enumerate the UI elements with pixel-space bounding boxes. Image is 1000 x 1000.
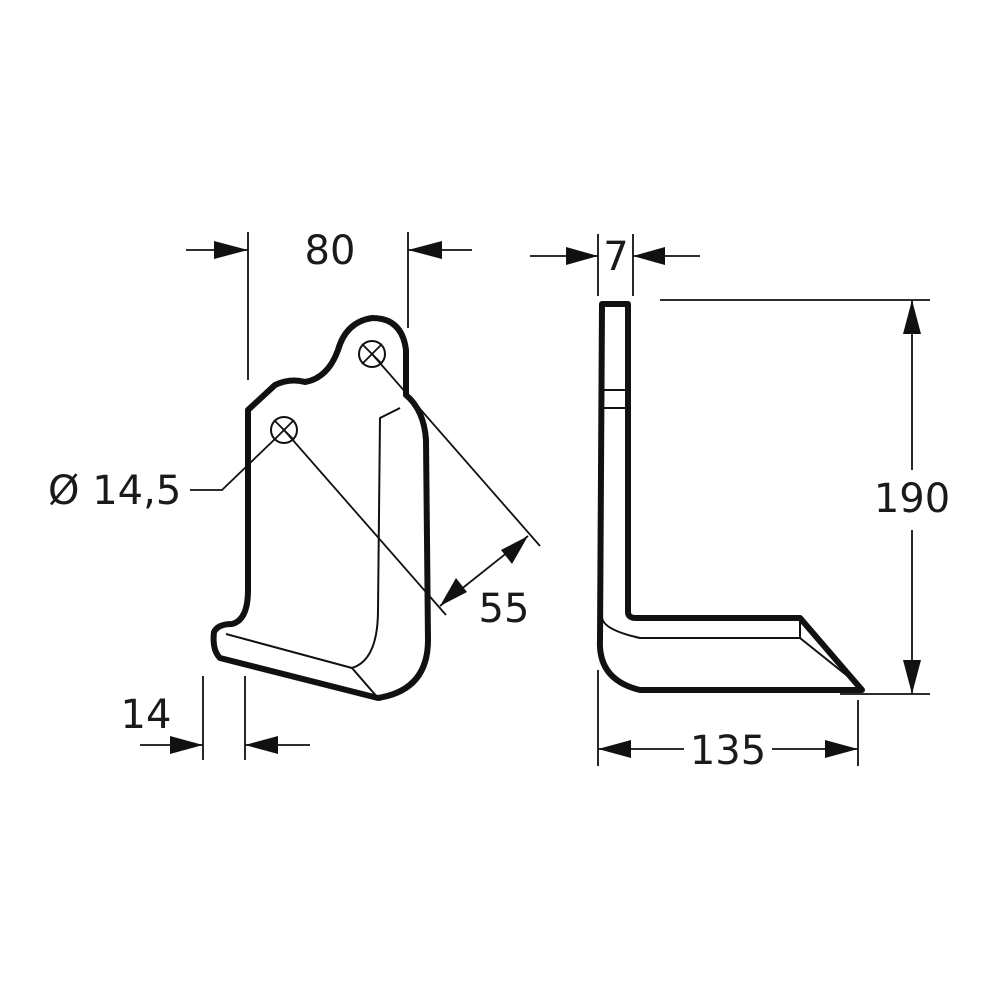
front-view-edge — [351, 667, 379, 699]
dim-hole-diameter-label: Ø 14,5 — [48, 468, 181, 514]
front-view — [210, 315, 431, 701]
side-view-bevel — [601, 617, 851, 679]
front-view-bevel — [225, 407, 401, 669]
side-view-outline — [596, 301, 865, 693]
hole-lower — [270, 416, 298, 444]
dim-length-label: 135 — [690, 728, 766, 774]
dim-width-label: 80 — [305, 228, 356, 274]
dim-hole-spacing-label: 55 — [479, 586, 530, 632]
dim-length: 135 — [597, 670, 859, 774]
dim-width: 80 — [186, 228, 472, 380]
dim-blade-offset-label: 14 — [121, 692, 172, 738]
dim-hole-diameter: Ø 14,5 — [48, 437, 277, 514]
hole-upper — [358, 340, 386, 368]
side-view-inner — [602, 389, 628, 409]
dim-height: 190 — [660, 299, 950, 695]
dim-height-label: 190 — [874, 476, 950, 522]
side-view — [596, 301, 865, 693]
dim-thickness: 7 — [530, 234, 700, 296]
dim-thickness-label: 7 — [603, 234, 628, 280]
dim-hole-spacing: 55 — [283, 353, 541, 632]
front-view-outline — [210, 315, 431, 701]
dim-blade-offset: 14 — [121, 676, 310, 760]
